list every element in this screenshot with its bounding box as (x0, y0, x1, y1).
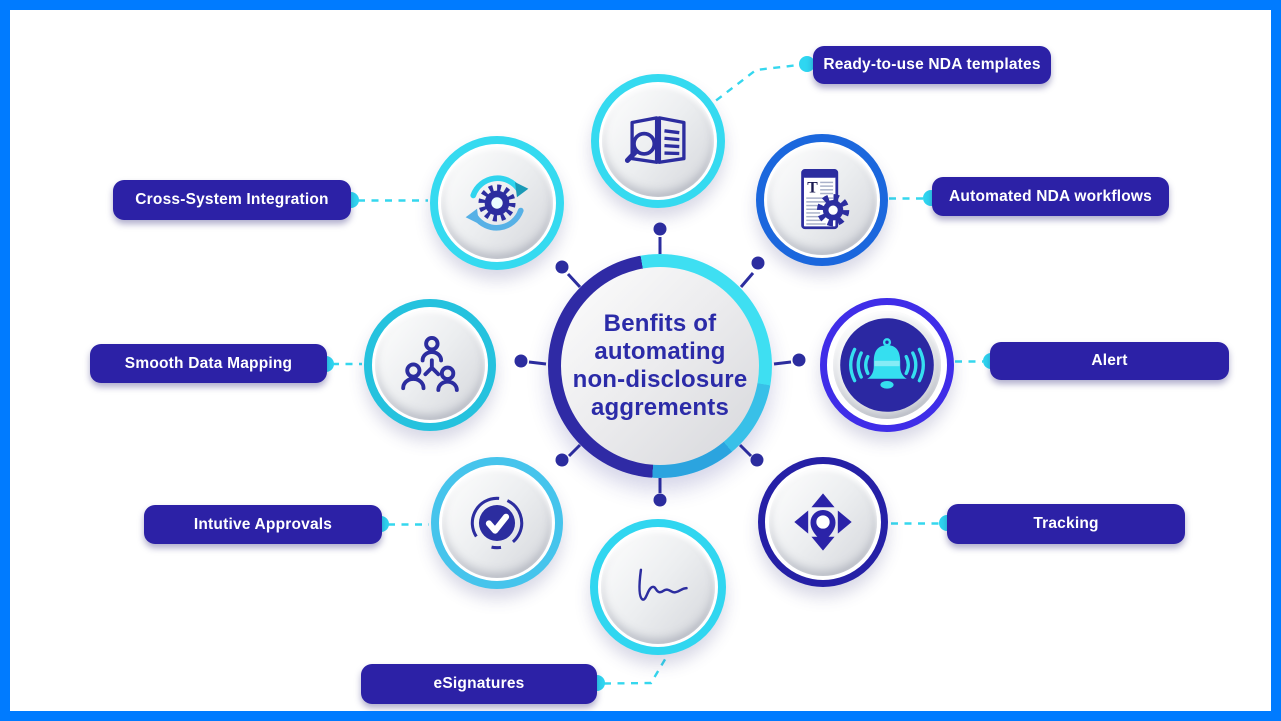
book-search-icon (624, 116, 686, 164)
node-circle-approvals (431, 457, 563, 589)
node-label-workflows: Automated NDA workflows (932, 177, 1169, 216)
sync-gear-icon (465, 175, 529, 231)
node-label-mapping: Smooth Data Mapping (90, 344, 327, 383)
org-people-icon (401, 336, 459, 392)
node-label-esignatures: eSignatures (361, 664, 597, 704)
node-circle-mapping (364, 299, 496, 431)
hub-circle: Benfits of automating non-disclosure agg… (548, 254, 772, 478)
node-label-tracking: Tracking (947, 504, 1185, 544)
hub-title-line: non-disclosure (572, 366, 748, 393)
node-circle-workflows: T (756, 134, 888, 266)
bell-icon (840, 318, 934, 412)
node-circle-esignatures (590, 519, 726, 655)
document-gear-icon: T (801, 169, 850, 230)
check-badge-icon (470, 496, 524, 550)
node-circle-alert (820, 298, 954, 432)
hub-title: Benfits of automating non-disclosure agg… (573, 310, 748, 422)
node-circle-integration (430, 136, 564, 270)
node-label-approvals: Intutive Approvals (144, 505, 382, 544)
node-circle-templates (591, 74, 725, 208)
node-label-templates: Ready-to-use NDA templates (813, 46, 1051, 84)
hub-title-line: automating (594, 337, 726, 365)
signature-icon (638, 568, 688, 601)
node-label-integration: Cross-System Integration (113, 180, 351, 220)
node-circle-tracking (758, 457, 888, 587)
hub-face: Benfits of automating non-disclosure agg… (561, 267, 759, 465)
hub-title-line: Benfits of (603, 309, 717, 337)
node-label-alert: Alert (990, 342, 1229, 380)
hub-title-line: aggrements (590, 394, 730, 422)
svg-text:T: T (807, 180, 818, 197)
location-tracking-icon (794, 493, 852, 551)
